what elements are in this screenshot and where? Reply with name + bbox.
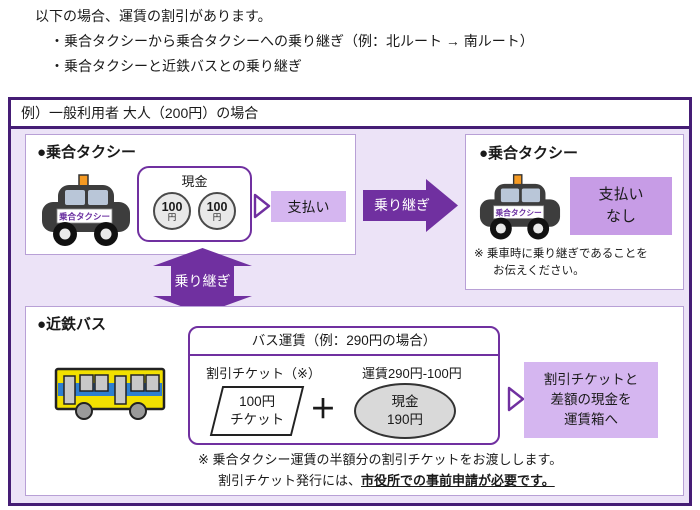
bus-fare-box: バス運賃（例：290円の場合） 割引チケット（※） 運賃290円-100円 10… — [188, 326, 500, 445]
ticket-line2: チケット — [230, 412, 284, 427]
taxi-right-note-line1: ※ 乗車時に乗り継ぎであることを — [474, 248, 648, 260]
bus-note-2-prefix: 割引チケット発行には、 — [218, 473, 362, 488]
coin-unit: 円 — [167, 211, 177, 222]
taxi-right-note-line2: お伝えください。 — [493, 265, 585, 277]
no-payment-line2: なし — [605, 208, 636, 225]
result-box: 割引チケットと 差額の現金を 運賃箱へ — [524, 362, 658, 438]
bus-note-1: ※ 乗合タクシー運賃の半額分の割引チケットをお渡しします。 — [198, 452, 563, 467]
cash-box-label: 現金 — [181, 174, 208, 189]
result-line1: 割引チケットと — [543, 371, 639, 387]
bus-note-2: 割引チケット発行には、市役所での事前申請が必要です。 — [218, 470, 555, 489]
cash-box: 現金 100 円 100 円 — [137, 166, 252, 242]
intro-line: 以下の場合、運賃の割引があります。 — [35, 8, 272, 24]
bus-icon — [54, 367, 166, 420]
payment-label-box: 支払い — [271, 191, 346, 222]
cash-line2: 190円 — [386, 412, 424, 427]
result-line3: 運賃箱へ — [564, 412, 618, 428]
plus-sign: ＋ — [310, 394, 337, 424]
coin-unit: 円 — [212, 211, 222, 222]
bus-title: ●近鉄バス — [37, 316, 107, 333]
no-payment-box: 支払い なし — [570, 177, 672, 235]
result-line2: 差額の現金を — [550, 391, 632, 407]
fare-calc-label: 運賃290円-100円 — [362, 366, 462, 381]
taxi-right-title: ●乗合タクシー — [479, 145, 579, 162]
cash-line1: 現金 — [391, 394, 419, 410]
coin-value: 100 — [206, 199, 228, 214]
bus-fare-header: バス運賃（例：290円の場合） — [190, 328, 498, 356]
taxi-icon: 乗合タクシー — [42, 174, 130, 246]
coin-100-icon: 100 円 — [198, 192, 236, 230]
taxi-left-box: ●乗合タクシー 乗合タクシー 現金 100 円 — [25, 134, 356, 255]
taxi-plate-label: 乗合タクシー — [58, 212, 110, 222]
example-frame: 例）一般利用者 大人（200円）の場合 ●乗合タクシー 乗合タクシー 現金 — [8, 97, 692, 506]
transfer-vertical-arrow-icon — [153, 248, 252, 314]
ticket-line1: 100円 — [238, 394, 276, 410]
pointer-triangle-icon — [507, 386, 525, 412]
taxi-plate-label: 乗合タクシー — [495, 207, 542, 217]
transfer-vertical-arrow-label: 乗り継ぎ — [174, 273, 231, 289]
taxi-left-title: ●乗合タクシー — [37, 144, 137, 161]
discount-ticket-icon: 100円 チケット — [209, 386, 305, 436]
intro-bullet-1: ・乗合タクシーから乗合タクシーへの乗り継ぎ（例：北ルート → 南ルート） — [50, 33, 534, 49]
bus-note-2-emphasis: 市役所での事前申請が必要です。 — [361, 473, 555, 488]
transfer-right-arrow-label: 乗り継ぎ — [374, 197, 430, 213]
payment-label: 支払い — [287, 198, 330, 215]
intro-bullet-2: ・乗合タクシーと近鉄バスとの乗り継ぎ — [50, 58, 302, 74]
bus-box: ●近鉄バス バス運賃（例：290円の場合） 割引チケット（※） 運賃290円-1… — [25, 306, 684, 496]
transfer-right-arrow-icon — [363, 179, 458, 232]
cash-ellipse: 現金 190円 — [354, 383, 456, 439]
coin-value: 100 — [161, 199, 183, 214]
discount-ticket-label: 割引チケット（※） — [206, 366, 321, 381]
taxi-right-box: ●乗合タクシー 乗合タクシー 支払い なし ※ 乗車時に乗り継ぎであることを お… — [465, 134, 684, 290]
pointer-triangle-icon — [253, 193, 271, 219]
example-frame-header: 例）一般利用者 大人（200円）の場合 — [11, 100, 689, 129]
coin-100-icon: 100 円 — [153, 192, 191, 230]
taxi-icon: 乗合タクシー — [479, 174, 561, 240]
no-payment-line1: 支払い — [598, 186, 644, 204]
